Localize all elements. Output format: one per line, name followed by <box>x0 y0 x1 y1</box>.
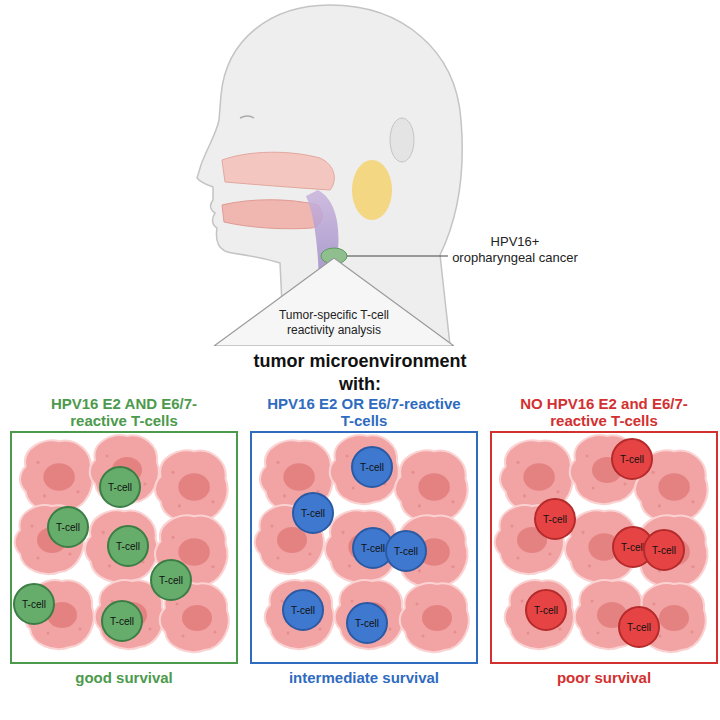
t-cell-label: T-cell <box>361 543 385 554</box>
nasal-cavity <box>222 152 334 190</box>
t-cell-label: T-cell <box>291 605 315 616</box>
salivary-gland <box>352 160 392 220</box>
t-cell: T-cell <box>618 606 660 648</box>
triangle-shape <box>214 258 454 346</box>
triangle-text: Tumor-specific T-cell reactivity analysi… <box>264 308 404 338</box>
t-cell-label: T-cell <box>543 514 567 525</box>
tumor-cell <box>265 580 334 649</box>
t-cell: T-cell <box>99 466 141 508</box>
t-cell: T-cell <box>643 529 685 571</box>
head-profile <box>197 5 462 345</box>
tumor-cell <box>395 515 467 587</box>
tumor-cell <box>400 583 469 652</box>
t-cell-label: T-cell <box>116 541 140 552</box>
t-cell-label: T-cell <box>56 522 80 533</box>
tumor-cell <box>635 515 707 587</box>
tumor-cell <box>335 580 404 649</box>
tumor-cell <box>85 510 157 582</box>
t-cell-label: T-cell <box>360 462 384 473</box>
tumor-cell <box>330 435 399 504</box>
section-heading: tumor microenvironment with: <box>235 350 485 395</box>
t-cell-label: T-cell <box>301 508 325 519</box>
survival-label: good survival <box>10 668 238 688</box>
t-cell: T-cell <box>13 583 55 625</box>
callout-label: HPV16+ oropharyngeal cancer <box>448 234 582 267</box>
tumor-cell <box>155 450 227 522</box>
tumor-cell <box>20 440 92 512</box>
tumor-cell <box>395 450 467 522</box>
box-heading: NO HPV16 E2 and E6/7-reactive T-cells <box>506 393 702 431</box>
t-cell-label: T-cell <box>620 454 644 465</box>
analysis-triangle: Tumor-specific T-cell reactivity analysi… <box>214 258 454 346</box>
t-cell-label: T-cell <box>108 482 132 493</box>
t-cell-label: T-cell <box>627 622 651 633</box>
box-heading: HPV16 E2 AND E6/7-reactive T-cells <box>26 393 222 431</box>
t-cell: T-cell <box>346 602 388 644</box>
leader-line <box>347 256 448 257</box>
ear <box>390 118 414 162</box>
t-cell: T-cell <box>47 506 89 548</box>
t-cell-label: T-cell <box>110 616 134 627</box>
t-cell: T-cell <box>292 492 334 534</box>
tumor-cell <box>505 580 574 649</box>
t-cell: T-cell <box>101 600 143 642</box>
eye <box>240 116 254 118</box>
t-cell: T-cell <box>351 446 393 488</box>
t-cell: T-cell <box>150 559 192 601</box>
t-cell-label: T-cell <box>394 546 418 557</box>
t-cell-label: T-cell <box>621 542 645 553</box>
condition-box: HPV16 E2 OR E6/7-reactive T-cells interme… <box>250 393 478 703</box>
t-cell-label: T-cell <box>534 605 558 616</box>
t-cell: T-cell <box>282 589 324 631</box>
t-cell: T-cell <box>611 438 653 480</box>
t-cell: T-cell <box>534 498 576 540</box>
t-cell: T-cell <box>385 530 427 572</box>
t-cell-label: T-cell <box>652 545 676 556</box>
survival-label: poor survival <box>490 668 718 688</box>
survival-label: intermediate survival <box>250 668 478 688</box>
t-cell: T-cell <box>107 525 149 567</box>
box-heading: HPV16 E2 OR E6/7-reactive T-cells <box>266 393 462 431</box>
t-cell-label: T-cell <box>355 618 379 629</box>
condition-box: HPV16 E2 AND E6/7-reactive T-cells good s… <box>10 393 238 703</box>
t-cell-label: T-cell <box>159 575 183 586</box>
condition-box: NO HPV16 E2 and E6/7-reactive T-cells poo… <box>490 393 718 703</box>
t-cell: T-cell <box>525 589 567 631</box>
oral-cavity <box>222 200 322 229</box>
t-cell-label: T-cell <box>22 599 46 610</box>
